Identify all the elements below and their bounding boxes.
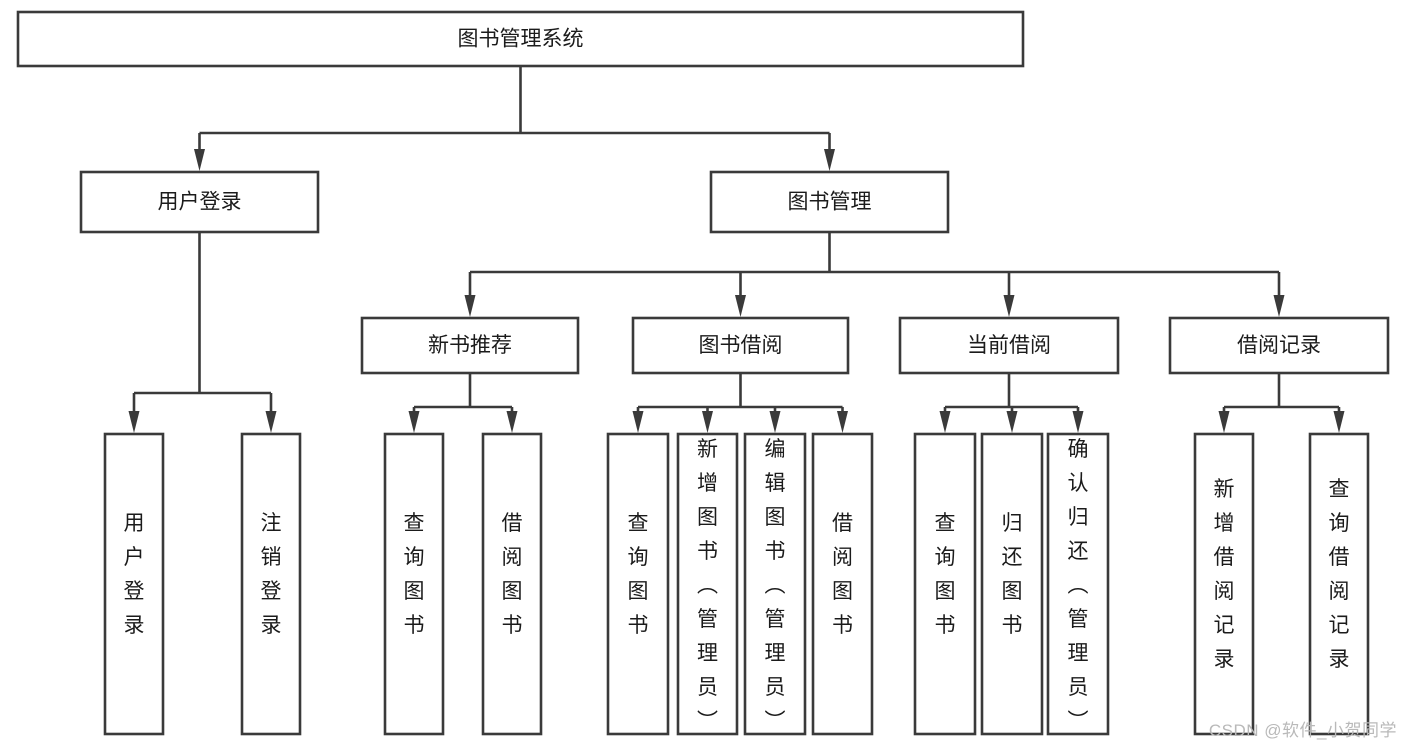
conn-bookmgmt-arrow-current-borrow	[1003, 295, 1015, 317]
node-box-new-book-recommend	[360, 316, 580, 375]
node-leaf-user-login[interactable]: 用户登录	[103, 432, 165, 736]
node-leaf-user-logout[interactable]: 注销登录	[240, 432, 302, 736]
node-user-login[interactable]: 用户登录	[79, 170, 320, 234]
node-label-leaf-user-logout: 注销登录	[261, 512, 282, 637]
conn-root-arrow-user-login	[194, 149, 205, 171]
node-leaf-query-borrow-record[interactable]: 查询借阅记录	[1308, 432, 1370, 736]
node-label-leaf-user-login: 用户登录	[124, 512, 145, 637]
node-leaf-add-borrow-record[interactable]: 新增借阅记录	[1193, 432, 1255, 736]
node-label-leaf-query-borrow-record: 查询借阅记录	[1329, 478, 1350, 671]
node-label-leaf-query-book-borrow: 查询图书	[628, 512, 649, 637]
conn-borrowrecord-arrow-leaf-query-borrow-record	[1333, 411, 1345, 433]
node-label-new-book-recommend: 新书推荐	[428, 334, 512, 357]
node-label-leaf-confirm-return: 确认归还︵管理员︶	[1068, 438, 1089, 733]
node-leaf-borrow-book-rec[interactable]: 借阅图书	[481, 432, 543, 736]
conn-bookborrow-arrow-leaf-borrow-book	[837, 411, 848, 433]
node-label-book-management: 图书管理	[788, 191, 872, 214]
node-label-root: 图书管理系统	[458, 28, 584, 51]
node-leaf-query-book-current[interactable]: 查询图书	[913, 432, 977, 736]
node-label-leaf-edit-book: 编辑图书︵管理员︶	[765, 438, 786, 733]
node-box-leaf-add-book	[676, 432, 739, 736]
conn-newbook-arrow-leaf-query-book-rec	[408, 411, 420, 433]
conn-newbook-arrow-leaf-borrow-book-rec	[506, 411, 518, 433]
node-current-borrow[interactable]: 当前借阅	[898, 316, 1120, 375]
node-leaf-edit-book[interactable]: 编辑图书︵管理员︶	[743, 432, 807, 736]
conn-currentborrow-arrow-leaf-confirm-return	[1072, 411, 1084, 433]
node-new-book-recommend[interactable]: 新书推荐	[360, 316, 580, 375]
node-box-leaf-confirm-return	[1046, 432, 1110, 736]
conn-bookborrow-arrow-leaf-query-book-borrow	[632, 411, 644, 433]
node-label-leaf-query-book-current: 查询图书	[935, 512, 956, 637]
node-root[interactable]: 图书管理系统	[16, 10, 1025, 68]
nodes-layer: 图书管理系统用户登录图书管理新书推荐图书借阅当前借阅借阅记录用户登录注销登录查询…	[16, 10, 1390, 736]
node-box-leaf-edit-book	[743, 432, 807, 736]
node-box-leaf-query-borrow-record	[1308, 432, 1370, 736]
conn-bookborrow-arrow-leaf-edit-book	[769, 411, 781, 433]
conn-bookmgmt-arrow-borrow-record	[1273, 295, 1285, 317]
node-box-borrow-record	[1168, 316, 1390, 375]
conn-root-arrow-book-management	[824, 149, 835, 171]
node-leaf-borrow-book[interactable]: 借阅图书	[811, 432, 874, 736]
node-box-current-borrow	[898, 316, 1120, 375]
conn-bookmgmt-arrow-new-book-recommend	[464, 295, 476, 317]
connectors-layer	[128, 66, 1345, 433]
node-label-leaf-return-book: 归还图书	[1002, 512, 1023, 637]
node-box-book-borrow	[631, 316, 850, 375]
node-label-leaf-add-book: 新增图书︵管理员︶	[697, 438, 718, 733]
node-leaf-confirm-return[interactable]: 确认归还︵管理员︶	[1046, 432, 1110, 736]
node-label-leaf-borrow-book-rec: 借阅图书	[502, 512, 523, 637]
node-box-leaf-query-book-current	[913, 432, 977, 736]
node-leaf-return-book[interactable]: 归还图书	[980, 432, 1044, 736]
node-box-leaf-query-book-rec	[383, 432, 445, 736]
conn-bookmgmt-arrow-book-borrow	[735, 295, 746, 317]
conn-bookborrow-arrow-leaf-add-book	[702, 411, 713, 433]
node-borrow-record[interactable]: 借阅记录	[1168, 316, 1390, 375]
node-label-leaf-query-book-rec: 查询图书	[404, 512, 425, 637]
node-box-leaf-add-borrow-record	[1193, 432, 1255, 736]
node-box-root	[16, 10, 1025, 68]
node-book-borrow[interactable]: 图书借阅	[631, 316, 850, 375]
conn-currentborrow-arrow-leaf-query-book-current	[939, 411, 951, 433]
node-label-leaf-borrow-book: 借阅图书	[832, 512, 853, 637]
node-box-leaf-user-login	[103, 432, 165, 736]
node-box-leaf-return-book	[980, 432, 1044, 736]
conn-userlogin-arrow-leaf-user-login	[128, 411, 140, 433]
node-label-book-borrow: 图书借阅	[699, 334, 783, 357]
node-label-user-login: 用户登录	[158, 191, 242, 214]
node-box-user-login	[79, 170, 320, 234]
node-book-management[interactable]: 图书管理	[709, 170, 950, 234]
node-box-leaf-borrow-book-rec	[481, 432, 543, 736]
node-label-leaf-add-borrow-record: 新增借阅记录	[1214, 478, 1235, 671]
conn-borrowrecord-arrow-leaf-add-borrow-record	[1218, 411, 1230, 433]
node-leaf-query-book-borrow[interactable]: 查询图书	[606, 432, 670, 736]
node-box-leaf-query-book-borrow	[606, 432, 670, 736]
node-label-borrow-record: 借阅记录	[1237, 334, 1321, 357]
node-box-leaf-borrow-book	[811, 432, 874, 736]
conn-userlogin-arrow-leaf-user-logout	[265, 411, 277, 433]
node-box-leaf-user-logout	[240, 432, 302, 736]
node-box-book-management	[709, 170, 950, 234]
node-leaf-add-book[interactable]: 新增图书︵管理员︶	[676, 432, 739, 736]
node-label-current-borrow: 当前借阅	[967, 334, 1051, 357]
node-leaf-query-book-rec[interactable]: 查询图书	[383, 432, 445, 736]
conn-currentborrow-arrow-leaf-return-book	[1006, 411, 1018, 433]
